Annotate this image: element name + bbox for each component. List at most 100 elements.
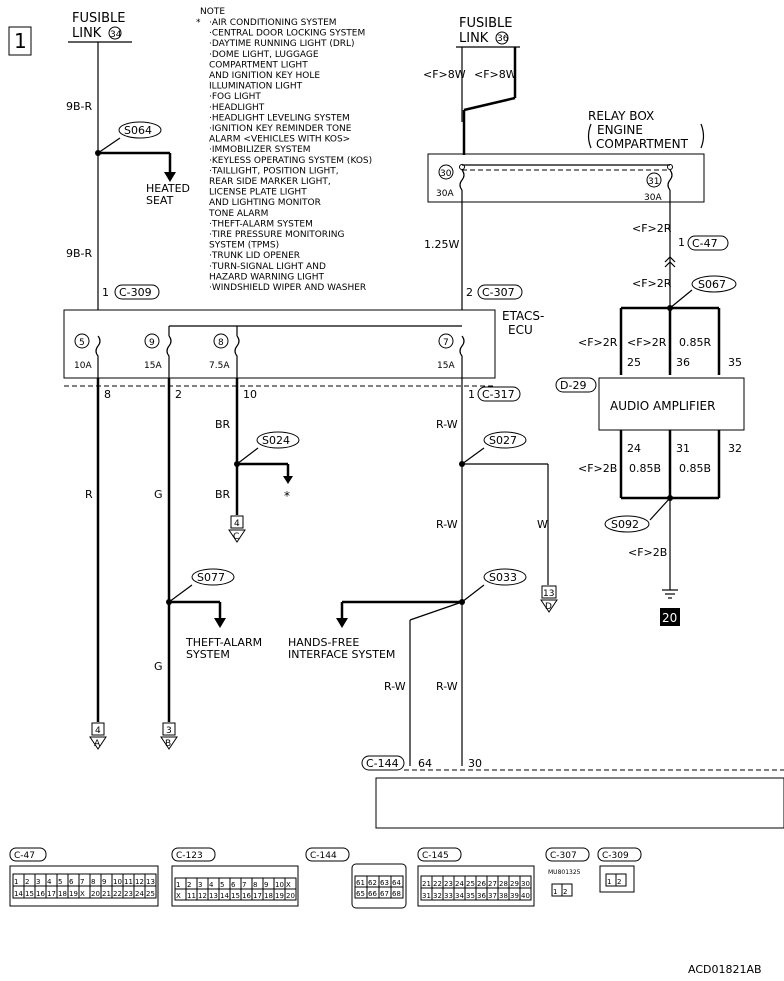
note-title: NOTE <box>200 7 225 17</box>
theft-line2: SYSTEM <box>186 648 230 661</box>
splice-s067 <box>691 275 737 293</box>
ref-4a-num: 4 <box>95 726 101 736</box>
legend-pin-num: 18 <box>58 890 67 898</box>
etacs-ecu-box <box>63 309 496 379</box>
note-list: ·AIR CONDITIONING SYSTEM·CENTRAL DOOR LO… <box>208 18 372 293</box>
splice-s033 <box>483 568 527 586</box>
splice-s027 <box>483 431 527 449</box>
legend-pin-num: 25 <box>146 890 155 898</box>
wire-label-g: G <box>154 488 163 501</box>
legend-pin-num: 1 <box>553 888 557 896</box>
page-number: 1 <box>14 29 27 53</box>
splice-s092-label: S092 <box>611 518 639 531</box>
c47-label: C-47 <box>692 237 718 250</box>
wire-label-w: W <box>537 518 548 531</box>
splice-s077-label: S077 <box>197 571 225 584</box>
relay-box-line2: ENGINE <box>597 123 643 137</box>
legend-pin-num: 4 <box>47 878 52 886</box>
amp-pin-24: 24 <box>627 442 641 455</box>
legend-pin-num: 17 <box>47 890 56 898</box>
wire-label-rw3: R-W <box>384 680 406 693</box>
etacs-label2: ECU <box>508 323 533 337</box>
legend-pin <box>390 886 404 899</box>
legend-pin-num: 5 <box>220 881 224 889</box>
splice-s077 <box>191 568 235 586</box>
ref-4a-let: A <box>94 739 101 749</box>
c307-pin: 2 <box>466 286 473 299</box>
drawing-id: ACD01821AB <box>688 963 762 976</box>
note-line: ·DAYTIME RUNNING LIGHT (DRL) <box>209 39 355 49</box>
legend-pin-num: 63 <box>380 879 389 887</box>
c307-label: C-307 <box>482 286 515 299</box>
legend-pin-num: 64 <box>392 879 401 887</box>
wire-label-rw4: R-W <box>436 680 458 693</box>
relay-fuse31-amp: 30A <box>644 193 662 203</box>
legend-pin-num: 9 <box>102 878 106 886</box>
legend-pin-num: 26 <box>477 880 486 888</box>
legend-pin-num: 13 <box>146 878 155 886</box>
note-line: ·TURN-SIGNAL LIGHT AND <box>209 262 326 272</box>
legend-pin-num: 20 <box>91 890 100 898</box>
fusible-right-num-circle <box>495 31 509 45</box>
c144-pin-64: 64 <box>418 757 432 770</box>
note-line: ·WINDSHIELD WIPER AND WASHER <box>209 283 366 293</box>
legend-pin-num: 1 <box>14 878 18 886</box>
note-line: ·DOME LIGHT, LUGGAGE <box>209 50 319 60</box>
legend-pin-num: 18 <box>264 892 273 900</box>
ref-4c-num: 4 <box>234 519 240 529</box>
splice-s027-label: S027 <box>489 434 517 447</box>
splice-s064 <box>118 121 162 139</box>
legend-pin-num: 4 <box>209 881 214 889</box>
audio-amplifier-label: AUDIO AMPLIFIER <box>610 399 715 413</box>
relay-fuse30-amp: 30A <box>436 189 454 199</box>
legend-pin-num: 30 <box>521 880 530 888</box>
wire-label-br1: BR <box>215 418 231 431</box>
fusible-left-num: 34 <box>110 30 122 40</box>
legend-pin-num: 2 <box>25 878 29 886</box>
legend-pin-num: X <box>176 892 181 900</box>
legend-pin-num: 40 <box>521 892 530 900</box>
legend-pin-num: 2 <box>187 881 191 889</box>
fusible-left-num-circle <box>108 26 122 40</box>
c144-pin-30: 30 <box>468 757 482 770</box>
note-line: ·KEYLESS OPERATING SYSTEM (KOS) <box>209 156 372 166</box>
legend-pin-num: 1 <box>607 878 611 886</box>
etacs-fuse-9: 9 <box>149 338 155 348</box>
legend-pin-num: X <box>286 881 291 889</box>
ref-13d-let: D <box>545 602 552 612</box>
legend-pin-num: 21 <box>422 880 431 888</box>
relay-fuse30: 30 <box>440 169 452 179</box>
c307-part: MU801325 <box>548 869 581 876</box>
wire-label-125w: 1.25W <box>424 238 459 251</box>
relay-fuse30-circle <box>438 164 454 180</box>
etacs-pin-1: 1 <box>468 388 475 401</box>
wire-label-f2r-a: <F>2R <box>632 222 672 235</box>
audio-amplifier <box>598 377 745 431</box>
legend-pin-num: 11 <box>187 892 196 900</box>
splice-s024 <box>256 431 300 449</box>
note-line: ·TAILLIGHT, POSITION LIGHT, <box>209 166 339 176</box>
page-number-box <box>8 26 32 56</box>
wire-label-9br-top: 9B-R <box>66 100 93 113</box>
legend-pin-num: 24 <box>135 890 144 898</box>
note-line: HAZARD WARNING LIGHT <box>209 272 324 282</box>
etacs-label1: ETACS- <box>502 309 544 323</box>
note-line: ·FOG LIGHT <box>209 92 261 102</box>
note-line: AND IGNITION KEY HOLE <box>209 71 320 81</box>
legend-pin-num: 65 <box>356 890 365 898</box>
legend-pin-num: 8 <box>253 881 257 889</box>
relay-box-line1: RELAY BOX <box>588 109 654 123</box>
legend-pin-num: 8 <box>91 878 95 886</box>
etacs-pin-2: 2 <box>175 388 182 401</box>
legend-pin-num: 10 <box>113 878 122 886</box>
legend-pin <box>561 883 573 897</box>
legend-pin-num: 21 <box>102 890 111 898</box>
hands-line1: HANDS-FREE <box>288 636 359 649</box>
heated-seat-line1: HEATED <box>146 182 190 195</box>
legend-pin-num: 33 <box>444 892 453 900</box>
wire-label-f2b-2: <F>2B <box>628 546 667 559</box>
legend-pin-num: 7 <box>242 881 246 889</box>
note-line: TONE ALARM <box>208 209 268 219</box>
